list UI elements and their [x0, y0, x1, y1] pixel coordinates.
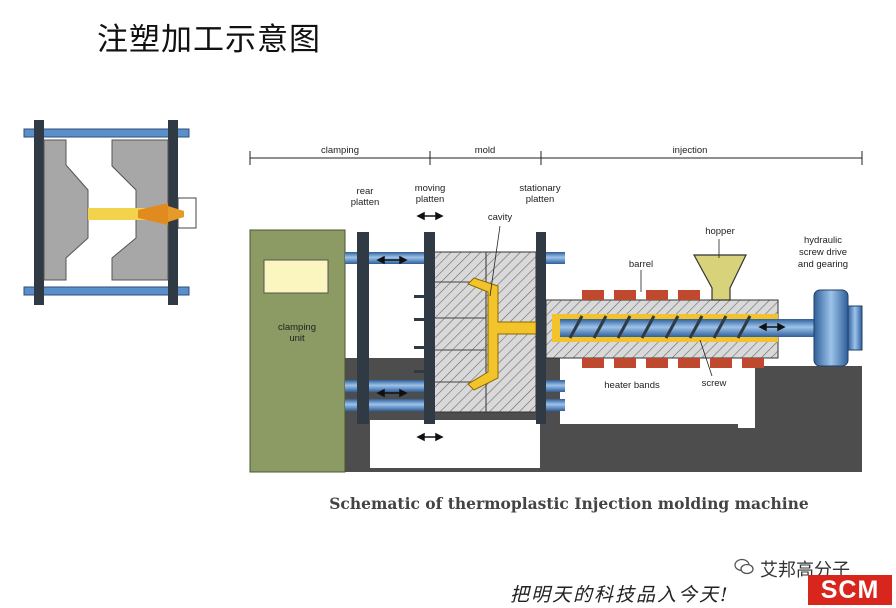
cavity-melt — [467, 277, 537, 391]
screw — [560, 319, 792, 337]
label-hydraulic: hydraulic — [804, 235, 842, 246]
section-label-injection: injection — [673, 145, 708, 156]
ejector-pins — [414, 295, 424, 373]
hydraulic-drive-cap — [847, 305, 863, 351]
label-stationary-platten: platten — [526, 194, 555, 205]
label-rear: rear — [357, 186, 374, 197]
stationary-platten — [536, 232, 546, 424]
scm-logo: SCM — [808, 575, 892, 605]
label-barrel: barrel — [629, 259, 653, 270]
rear-platten — [357, 232, 369, 424]
label-screw-drive: screw drive — [799, 247, 847, 258]
machine-base — [345, 358, 862, 472]
clamping-unit-window — [263, 259, 329, 294]
screw-shaft — [778, 319, 818, 337]
label-moving: moving — [415, 183, 446, 194]
section-label-mold: mold — [475, 145, 496, 156]
label-screw: screw — [702, 378, 727, 389]
small-mold-diagram — [23, 120, 197, 305]
label-clamping: clamping — [278, 322, 316, 333]
moving-platten — [424, 232, 435, 424]
heater-bands — [582, 290, 764, 368]
hydraulic-drive — [813, 289, 849, 367]
motion-arrows — [376, 211, 786, 442]
leader-lines — [489, 225, 720, 377]
diagram-caption: Schematic of thermoplastic Injection mol… — [329, 494, 809, 513]
wechat-icon — [734, 558, 754, 575]
label-heater-bands: heater bands — [604, 380, 660, 391]
label-cavity: cavity — [488, 212, 513, 223]
section-label-clamping: clamping — [321, 145, 359, 156]
watermark-handwriting: 把明天的科技品入今天! — [510, 584, 730, 606]
label-and-gearing: and gearing — [798, 259, 848, 270]
screw-flights — [568, 315, 752, 339]
label-hopper: hopper — [705, 226, 735, 237]
page-title: 注塑加工示意图 — [97, 22, 321, 58]
label-moving-platten: platten — [416, 194, 445, 205]
label-rear-platten: platten — [351, 197, 380, 208]
section-bracket — [249, 151, 863, 165]
label-unit: unit — [289, 333, 305, 344]
label-stationary: stationary — [519, 183, 560, 194]
hopper — [692, 254, 747, 301]
